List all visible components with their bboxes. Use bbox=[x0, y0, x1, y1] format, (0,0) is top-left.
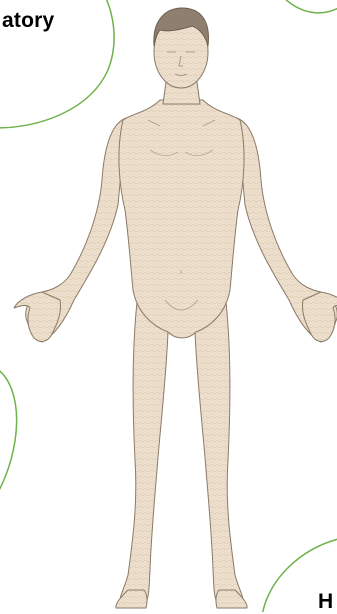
bubble-label-bottom-right: H bbox=[318, 590, 333, 614]
torso bbox=[119, 100, 244, 338]
bubble-label-top-left: atory bbox=[2, 9, 54, 33]
right-hand bbox=[302, 292, 337, 341]
human-body-figure bbox=[14, 8, 337, 608]
speech-bubble-top-right bbox=[282, 0, 337, 13]
right-foot bbox=[216, 590, 247, 608]
left-leg bbox=[120, 302, 168, 607]
right-leg bbox=[195, 302, 243, 607]
left-hand bbox=[14, 292, 61, 341]
speech-bubble-left bbox=[0, 368, 17, 496]
left-foot bbox=[116, 590, 147, 608]
